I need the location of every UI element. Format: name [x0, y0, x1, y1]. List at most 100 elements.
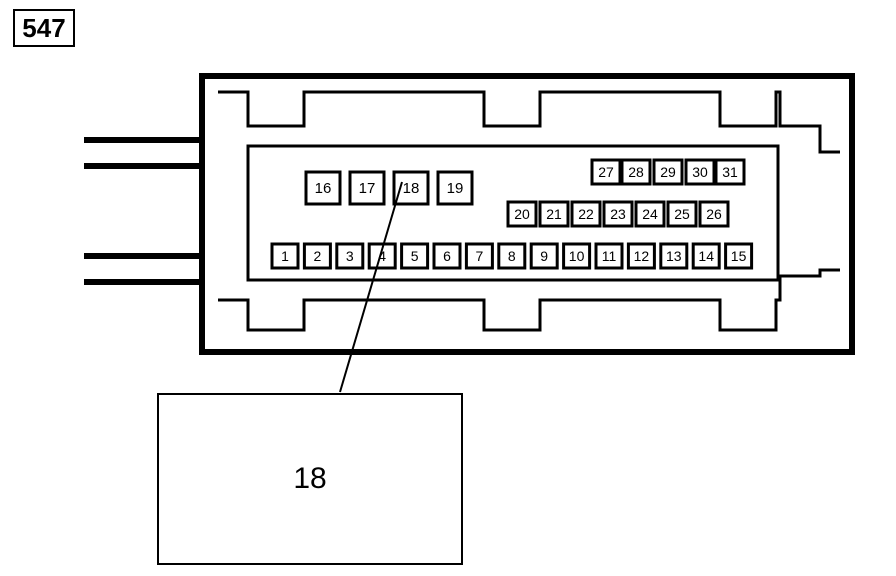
pin-label-12: 12	[634, 248, 650, 264]
pin-box-25	[666, 200, 698, 228]
pin-label-10: 10	[569, 248, 585, 264]
pin-box-19	[436, 170, 474, 206]
pin-21: 21	[538, 200, 570, 228]
pin-15: 15	[724, 242, 754, 270]
pin-box-29	[652, 158, 684, 186]
pin-cavity-frame	[246, 144, 780, 282]
pin-box-27	[590, 158, 622, 186]
pin-label-31: 31	[722, 164, 738, 180]
housing-inner-profile-top	[218, 90, 840, 154]
pin-20: 20	[506, 200, 538, 228]
pin-box-9	[529, 242, 559, 270]
pin-label-17: 17	[359, 180, 376, 197]
pin-box-21	[538, 200, 570, 228]
pin-callout: 18	[157, 393, 463, 565]
pin-box-6	[432, 242, 462, 270]
pin-label-8: 8	[508, 248, 516, 264]
pin-box-23	[602, 200, 634, 228]
pin-label-1: 1	[281, 248, 289, 264]
pin-box-5	[400, 242, 430, 270]
pin-box-3	[335, 242, 365, 270]
pin-label-13: 13	[666, 248, 682, 264]
pin-23: 23	[602, 200, 634, 228]
pin-11: 11	[594, 242, 624, 270]
pin-label-7: 7	[476, 248, 484, 264]
pin-31: 31	[714, 158, 746, 186]
pin-8: 8	[497, 242, 527, 270]
pin-box-8	[497, 242, 527, 270]
pin-box-20	[506, 200, 538, 228]
pin-label-20: 20	[514, 206, 530, 222]
pin-label-16: 16	[315, 180, 332, 197]
pin-1: 1	[270, 242, 300, 270]
pin-29: 29	[652, 158, 684, 186]
pin-5: 5	[400, 242, 430, 270]
pin-19: 19	[436, 170, 474, 206]
pin-24: 24	[634, 200, 666, 228]
callout-leader-line	[339, 181, 403, 393]
pin-box-30	[684, 158, 716, 186]
pin-30: 30	[684, 158, 716, 186]
pin-box-24	[634, 200, 666, 228]
pin-3: 3	[335, 242, 365, 270]
pin-box-12	[626, 242, 656, 270]
pin-25: 25	[666, 200, 698, 228]
pin-label-30: 30	[692, 164, 708, 180]
pin-callout-label: 18	[293, 462, 326, 495]
pin-18: 18	[392, 170, 430, 206]
pin-label-5: 5	[411, 248, 419, 264]
pin-label-21: 21	[546, 206, 562, 222]
pin-label-6: 6	[443, 248, 451, 264]
pin-2: 2	[302, 242, 332, 270]
pin-label-2: 2	[314, 248, 322, 264]
pin-17: 17	[348, 170, 386, 206]
pin-label-28: 28	[628, 164, 644, 180]
pin-box-2	[302, 242, 332, 270]
pin-26: 26	[698, 200, 730, 228]
pin-label-14: 14	[698, 248, 714, 264]
pin-label-24: 24	[642, 206, 658, 222]
pin-label-4: 4	[378, 248, 386, 264]
pin-box-10	[562, 242, 592, 270]
figure-number: 547	[22, 13, 65, 43]
pin-12: 12	[626, 242, 656, 270]
pin-label-18: 18	[403, 180, 420, 197]
pin-box-31	[714, 158, 746, 186]
pin-27: 27	[590, 158, 622, 186]
pin-9: 9	[529, 242, 559, 270]
pin-label-9: 9	[540, 248, 548, 264]
pin-box-28	[620, 158, 652, 186]
pin-label-11: 11	[602, 248, 617, 264]
pin-label-25: 25	[674, 206, 690, 222]
pin-box-16	[304, 170, 342, 206]
pin-label-3: 3	[346, 248, 354, 264]
connector-housing	[199, 73, 855, 355]
pin-box-15	[724, 242, 754, 270]
wire-leads	[84, 137, 202, 285]
pin-label-27: 27	[598, 164, 614, 180]
pin-box-22	[570, 200, 602, 228]
pin-box-26	[698, 200, 730, 228]
pin-label-29: 29	[660, 164, 676, 180]
pin-label-23: 23	[610, 206, 626, 222]
pin-box-14	[691, 242, 721, 270]
pin-13: 13	[659, 242, 689, 270]
pin-14: 14	[691, 242, 721, 270]
pin-7: 7	[464, 242, 494, 270]
pin-16: 16	[304, 170, 342, 206]
figure-number-badge: 547	[13, 9, 75, 47]
pin-box-7	[464, 242, 494, 270]
housing-inner-profile-bottom	[218, 268, 840, 332]
pin-6: 6	[432, 242, 462, 270]
pin-label-26: 26	[706, 206, 722, 222]
pin-box-11	[594, 242, 624, 270]
pin-box-1	[270, 242, 300, 270]
pin-label-15: 15	[731, 248, 747, 264]
pin-28: 28	[620, 158, 652, 186]
pin-10: 10	[562, 242, 592, 270]
pin-label-22: 22	[578, 206, 594, 222]
pin-box-17	[348, 170, 386, 206]
pin-callout-box	[157, 393, 463, 565]
